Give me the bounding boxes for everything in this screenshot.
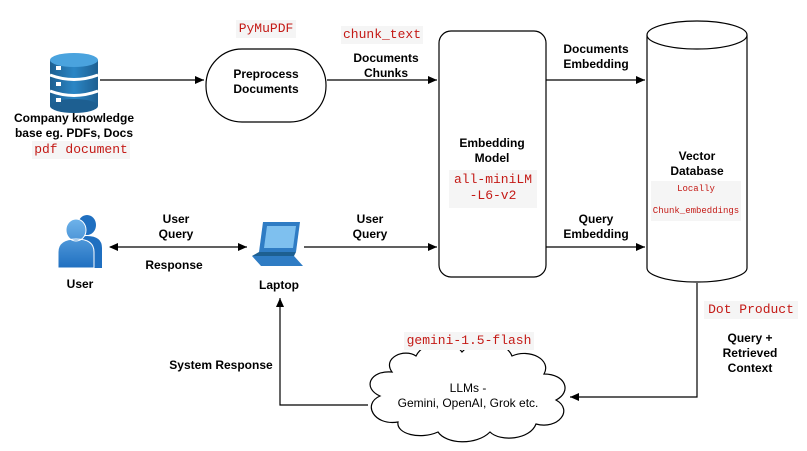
dot-product-code-label: Dot Product <box>708 302 794 317</box>
user-query-label-1: User Query <box>158 212 194 241</box>
laptop-label: Laptop <box>259 278 299 292</box>
pymupdf-code-label: PyMuPDF <box>238 21 294 36</box>
gemini-flash-code-label: gemini-1.5-flash <box>406 333 532 348</box>
laptop-icon <box>252 222 303 266</box>
pdf-document-code-label: pdf document <box>34 142 128 157</box>
user-query-label-2: User Query <box>352 212 388 241</box>
query-retrieved-context-label: Query + Retrieved Context <box>722 331 778 375</box>
locally-code-label: Locally <box>677 184 715 194</box>
system-response-label: System Response <box>169 358 273 372</box>
arrow-llm-to-laptop <box>276 298 368 406</box>
arrow-vectordb-to-llm <box>570 283 698 401</box>
llms-label: LLMs - Gemini, OpenAI, Grok etc. <box>397 381 539 410</box>
response-label: Response <box>145 258 203 272</box>
documents-embedding-label: Documents Embedding <box>563 42 629 71</box>
documents-chunks-label: Documents Chunks <box>353 51 419 80</box>
model-name-code-label: all-miniLM -L6-v2 <box>453 172 532 203</box>
embedding-model-node <box>438 30 547 278</box>
preprocess-label: Preprocess Documents <box>233 67 299 96</box>
database-icon <box>49 53 99 113</box>
embedding-model-label: Embedding Model <box>459 136 525 165</box>
chunk-text-code-label: chunk_text <box>342 27 422 42</box>
users-icon <box>57 215 102 269</box>
preprocess-node <box>205 48 327 123</box>
knowledge-base-label: Company knowledge base eg. PDFs, Docs <box>13 111 135 140</box>
vector-database-label: Vector Database <box>670 149 724 178</box>
chunk-embeddings-code-label: Chunk_embeddings <box>652 206 740 216</box>
user-label: User <box>66 277 94 291</box>
query-embedding-label: Query Embedding <box>563 212 629 241</box>
llm-cloud <box>369 342 566 443</box>
